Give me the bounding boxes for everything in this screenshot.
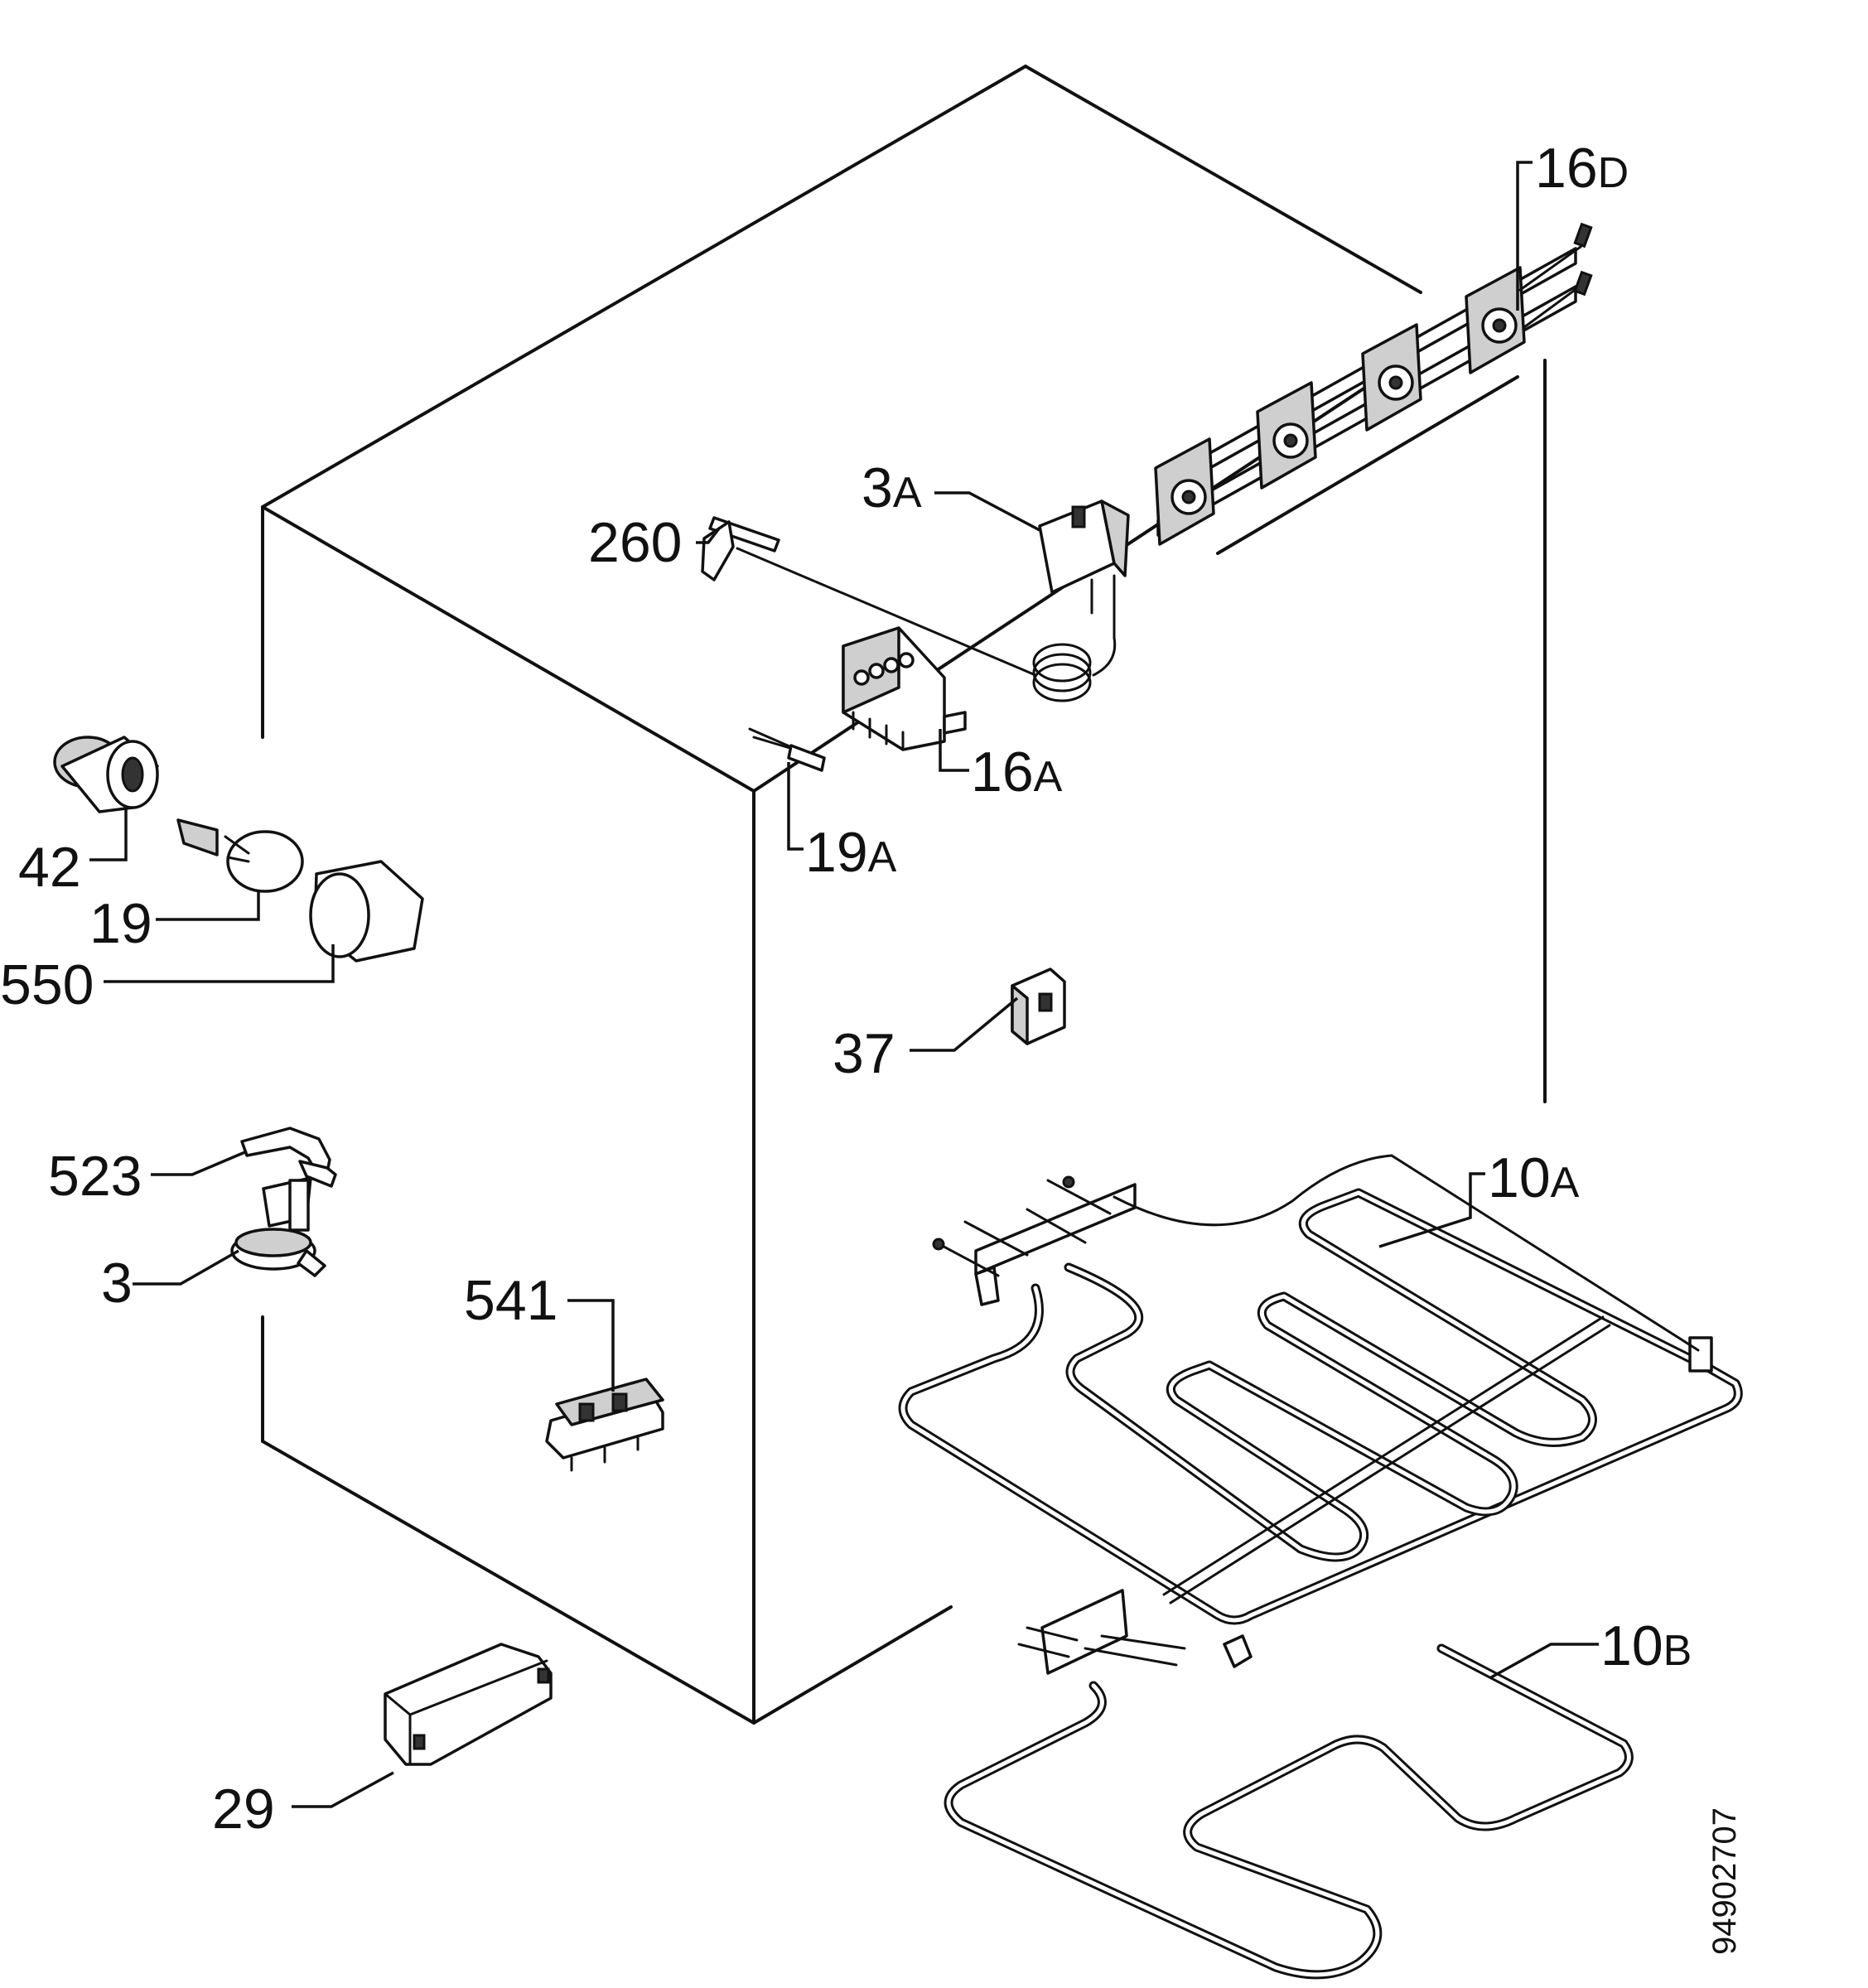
callout-labels: 16D 3A 260 16A 19A 42 19 550 37 10A 523 … [0,137,1692,1841]
capillary-clip [701,516,780,581]
lamp-cover [309,860,424,963]
door-switch [1011,967,1066,1045]
label-37: 37 [833,1022,895,1085]
control-switch-bracket [1154,222,1593,546]
lamp-holder [53,736,159,813]
upper-heating-element [898,1154,1743,1668]
label-19: 19 [89,892,152,955]
suppressor-housing [384,1643,553,1766]
label-29: 29 [212,1778,275,1841]
thermostat [736,499,1130,702]
label-10B: 10B [1600,1614,1692,1677]
lower-heating-element [944,1589,1634,1980]
safety-thermostat [230,1176,326,1277]
leader-lines [89,161,1599,1808]
label-42: 42 [18,836,81,899]
label-523: 523 [48,1145,142,1208]
label-550: 550 [0,953,94,1016]
label-19A: 19A [805,821,897,884]
label-16A: 16A [971,741,1063,803]
label-260: 260 [588,511,682,574]
document-number: 94902707 [1706,1807,1743,1955]
label-10A: 10A [1488,1146,1580,1209]
selector-switch [842,626,967,751]
lamp-bulb [176,818,304,893]
label-3A: 3A [862,456,922,519]
label-541: 541 [464,1269,558,1332]
label-16D: 16D [1535,137,1629,200]
label-3: 3 [101,1252,133,1315]
terminal-block [545,1378,664,1472]
cable-clamp [240,1127,337,1188]
probe-switch [748,727,826,772]
